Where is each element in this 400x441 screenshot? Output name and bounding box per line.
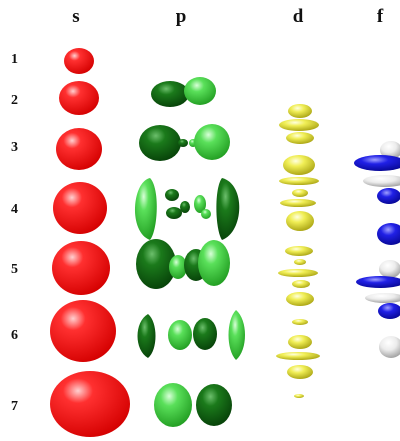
row-label-3: 3 — [11, 140, 18, 155]
s-orbitals — [50, 48, 130, 437]
column-label-p: p — [175, 6, 187, 27]
s-orbital-6 — [50, 300, 116, 362]
column-label-s: s — [72, 6, 80, 27]
p-orbital-7 — [154, 383, 232, 427]
d-orbitals — [276, 104, 320, 398]
row-label-6: 6 — [11, 328, 18, 343]
s-orbital-5 — [52, 241, 110, 295]
p-orbital-2 — [151, 77, 216, 107]
p-orbital-5 — [136, 239, 230, 289]
p-orbitals — [134, 77, 245, 427]
p-orbital-6 — [137, 310, 245, 360]
s-orbital-4 — [53, 182, 107, 234]
f-orbitals — [354, 141, 400, 358]
s-orbital-2 — [59, 81, 99, 115]
p-orbital-3 — [139, 124, 230, 161]
row-label-5: 5 — [11, 262, 18, 277]
p-orbital-4 — [134, 178, 240, 240]
column-label-d: d — [292, 6, 304, 27]
column-label-f: f — [376, 6, 384, 27]
row-label-7: 7 — [11, 399, 18, 414]
row-label-4: 4 — [11, 202, 18, 217]
row-label-2: 2 — [11, 93, 18, 108]
s-orbital-7 — [50, 371, 130, 437]
s-orbital-1 — [64, 48, 94, 74]
row-label-1: 1 — [11, 52, 18, 67]
s-orbital-3 — [56, 128, 102, 170]
